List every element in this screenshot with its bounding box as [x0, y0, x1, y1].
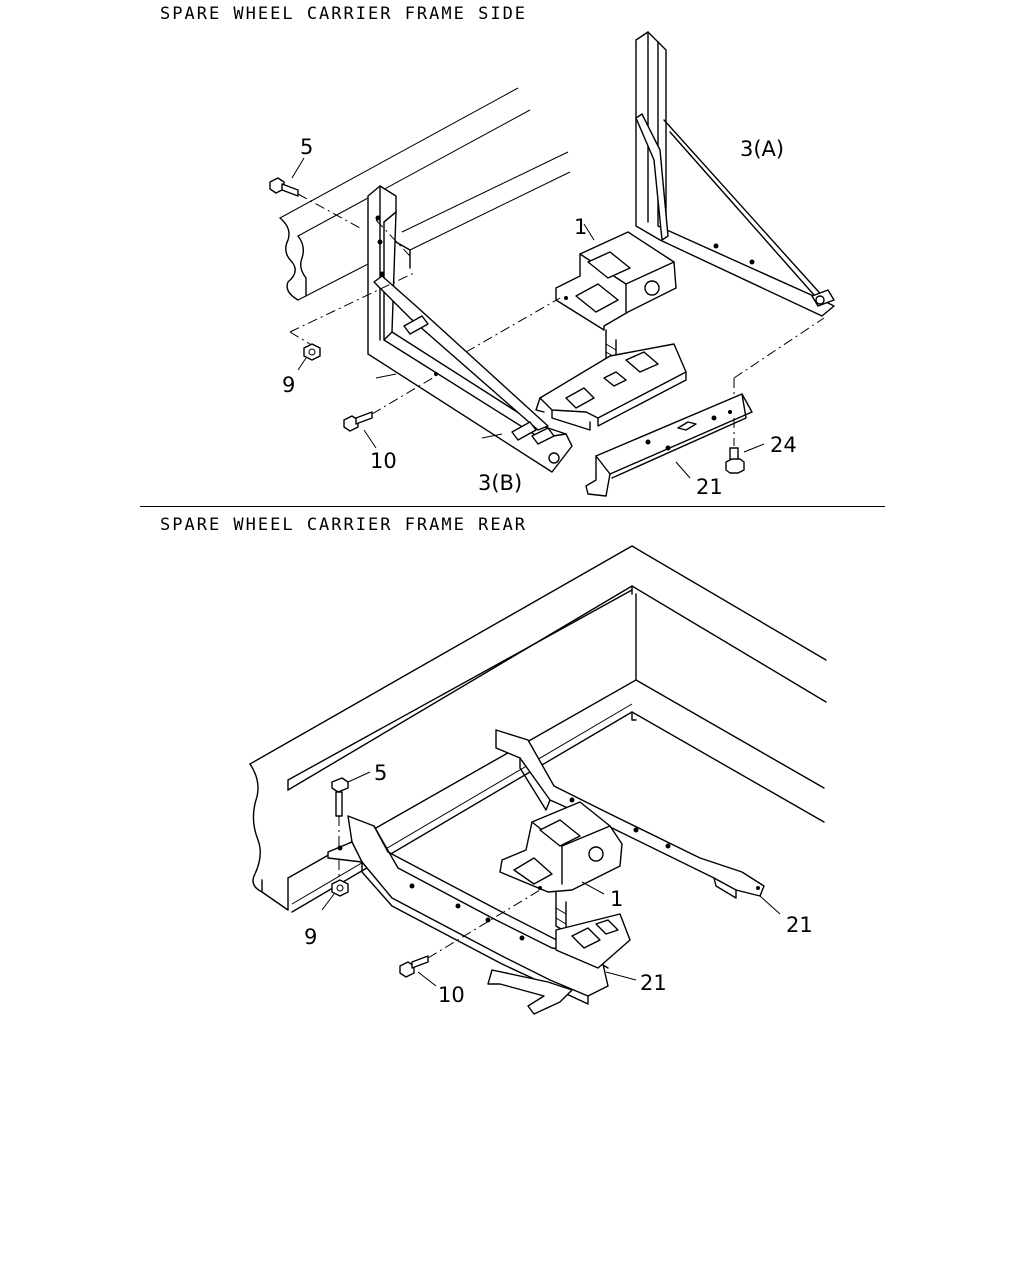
- carrier-body-1-side: [465, 223, 677, 365]
- bolt-10-rear: [399, 889, 541, 987]
- bolt-10-side: [343, 375, 437, 449]
- callout-10-rear: 10: [438, 983, 465, 1007]
- callout-5-side: 5: [300, 135, 313, 159]
- callout-3b: 3(B): [478, 471, 522, 495]
- bolt-5-rear: [331, 771, 371, 846]
- callout-24: 24: [770, 433, 797, 457]
- bracket-3b: [367, 185, 573, 473]
- nut-9-side: [289, 271, 417, 371]
- bracket-3a: [635, 31, 835, 317]
- crossmember-21-upper: [495, 729, 781, 915]
- nut-9-rear: [321, 860, 349, 911]
- callout-5-rear: 5: [374, 761, 387, 785]
- support-21-side: [585, 317, 825, 497]
- callout-1-side: 1: [574, 215, 587, 239]
- frame-side-diagram: [269, 31, 835, 497]
- callout-21-side: 21: [696, 475, 723, 499]
- callout-10-side: 10: [370, 449, 397, 473]
- section-title-frame-rear: SPARE WHEEL CARRIER FRAME REAR: [160, 515, 528, 535]
- bolt-5-side: [269, 157, 361, 229]
- callout-21-rear-upper: 21: [786, 913, 813, 937]
- callout-3a: 3(A): [740, 137, 784, 161]
- carrier-body-1-rear: [499, 801, 623, 933]
- carrier-base-rear: [487, 913, 631, 1015]
- frame-rail-side: [279, 87, 571, 301]
- callout-1-rear: 1: [610, 887, 623, 911]
- frame-rear-diagram: [249, 545, 827, 1015]
- carrier-base-side: [535, 343, 687, 431]
- bolt-24-side: [725, 418, 765, 474]
- crossmember-21-lower: [327, 815, 637, 1005]
- section-title-frame-side: SPARE WHEEL CARRIER FRAME SIDE: [160, 4, 528, 24]
- callout-9-rear: 9: [304, 925, 317, 949]
- callout-9-side: 9: [282, 373, 295, 397]
- callout-21-rear-lower: 21: [640, 971, 667, 995]
- section-divider: [140, 506, 885, 507]
